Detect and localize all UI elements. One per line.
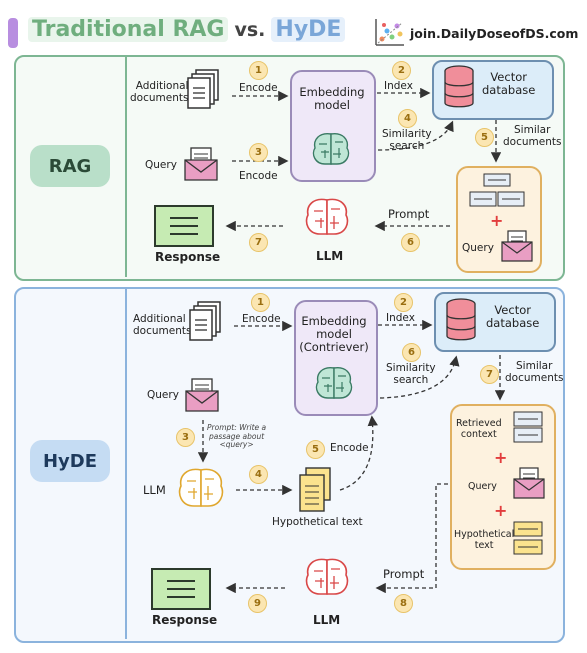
hyde-additional-docs-label: Additional documents [133, 313, 192, 338]
title-hyde: HyDE [271, 17, 346, 42]
hyde-badge: HyDE [30, 440, 110, 482]
rag-vector-database-label: Vector database [482, 70, 536, 98]
hyde-embedding-brain-icon [315, 367, 353, 399]
hyde-step-1: 1 [251, 293, 270, 312]
rag-step-7: 7 [249, 233, 268, 252]
hyde-hypothetical-doc-icon [299, 467, 331, 512]
hyde-query-envelope-icon [185, 378, 219, 412]
hyde-plus-icon-2: + [494, 501, 508, 520]
title-accent-bar [8, 18, 18, 48]
rag-context-query-label: Query [462, 242, 494, 254]
hyde-database-icon [446, 298, 476, 341]
rag-step-6: 6 [401, 233, 420, 252]
rag-similar-documents-icon [469, 173, 525, 207]
hyde-llm-left-label: LLM [143, 483, 166, 497]
title-rag: Traditional RAG [28, 17, 229, 42]
hyde-retrieved-context-label: Retrieved context [456, 418, 502, 440]
rag-response-box [154, 205, 214, 247]
hyde-step-2: 2 [394, 293, 413, 312]
hyde-step-3: 3 [176, 428, 195, 447]
rag-plus-icon: + [490, 211, 504, 230]
rag-embedding-model-label: Embedding model [299, 85, 365, 113]
rag-database-icon [444, 65, 474, 108]
hyde-encode-1-label: Encode [242, 313, 281, 325]
rag-step-5: 5 [475, 128, 494, 147]
hyde-context-hypothetical-text-label: Hypothetical text [454, 529, 515, 551]
hyde-context-query-envelope-icon [513, 467, 545, 499]
hyde-response-lines-icon [167, 580, 195, 598]
rag-similar-documents-label: Similar documents [503, 124, 562, 149]
hyde-step-7: 7 [480, 365, 499, 384]
rag-similarity-search-label: Similarity search [382, 128, 432, 153]
rag-encode-1-label: Encode [239, 82, 278, 94]
brand-logo-icon [375, 19, 404, 46]
hyde-vector-database-label: Vector database [486, 303, 540, 331]
rag-context-query-envelope-icon [501, 230, 533, 262]
hyde-plus-icon-1: + [494, 448, 508, 467]
rag-index-label: Index [384, 80, 413, 92]
hyde-retrieved-docs-icon [513, 411, 543, 443]
hyde-llm-brain-icon [305, 558, 349, 595]
hyde-context-hypothetical-docs-icon [513, 521, 543, 555]
hyde-step-9: 9 [248, 594, 267, 613]
title-vs: vs. [234, 19, 266, 41]
hyde-llm-left-brain-icon [178, 468, 224, 507]
hyde-step-6: 6 [402, 343, 421, 362]
rag-query-label: Query [145, 159, 177, 171]
hyde-response-box [151, 568, 211, 610]
rag-step-2: 2 [392, 61, 411, 80]
hyde-query-label: Query [147, 389, 179, 401]
hyde-embedding-model-label: Embedding model (Contriever) [299, 314, 369, 355]
hyde-hypothetical-text-label: Hypothetical text [272, 516, 363, 528]
hyde-prompt-label: Prompt [383, 567, 425, 581]
rag-prompt-label: Prompt [388, 207, 430, 221]
rag-query-envelope-icon [184, 147, 218, 181]
hyde-context-query-label: Query [468, 481, 497, 492]
hyde-documents-icon [189, 301, 221, 341]
hyde-step-4: 4 [249, 465, 268, 484]
rag-documents-icon [187, 69, 219, 109]
rag-encode-3-label: Encode [239, 170, 278, 182]
hyde-response-label: Response [152, 613, 218, 627]
hyde-step-5: 5 [306, 440, 325, 459]
rag-response-lines-icon [170, 217, 198, 235]
rag-step-4: 4 [398, 109, 417, 128]
rag-divider [125, 57, 127, 277]
brand-link[interactable]: join.DailyDoseofDS.com [410, 26, 579, 41]
hyde-step-8: 8 [394, 594, 413, 613]
hyde-llm-label: LLM [313, 613, 341, 627]
hyde-similarity-search-label: Similarity search [386, 362, 436, 387]
rag-step-3: 3 [249, 143, 268, 162]
rag-step-1: 1 [249, 61, 268, 80]
rag-badge: RAG [30, 145, 110, 187]
hyde-encode-5-label: Encode [330, 442, 369, 454]
hyde-divider [125, 289, 127, 639]
rag-llm-label: LLM [316, 249, 344, 263]
rag-embedding-brain-icon [312, 133, 350, 165]
hyde-similar-documents-label: Similar documents [505, 360, 564, 385]
hyde-index-label: Index [386, 312, 415, 324]
rag-additional-docs-label: Additional documents [130, 80, 189, 105]
rag-llm-brain-icon [305, 198, 349, 235]
hyde-prompt-note: Prompt: Write a passage about <query> [207, 423, 267, 450]
rag-response-label: Response [155, 250, 221, 264]
